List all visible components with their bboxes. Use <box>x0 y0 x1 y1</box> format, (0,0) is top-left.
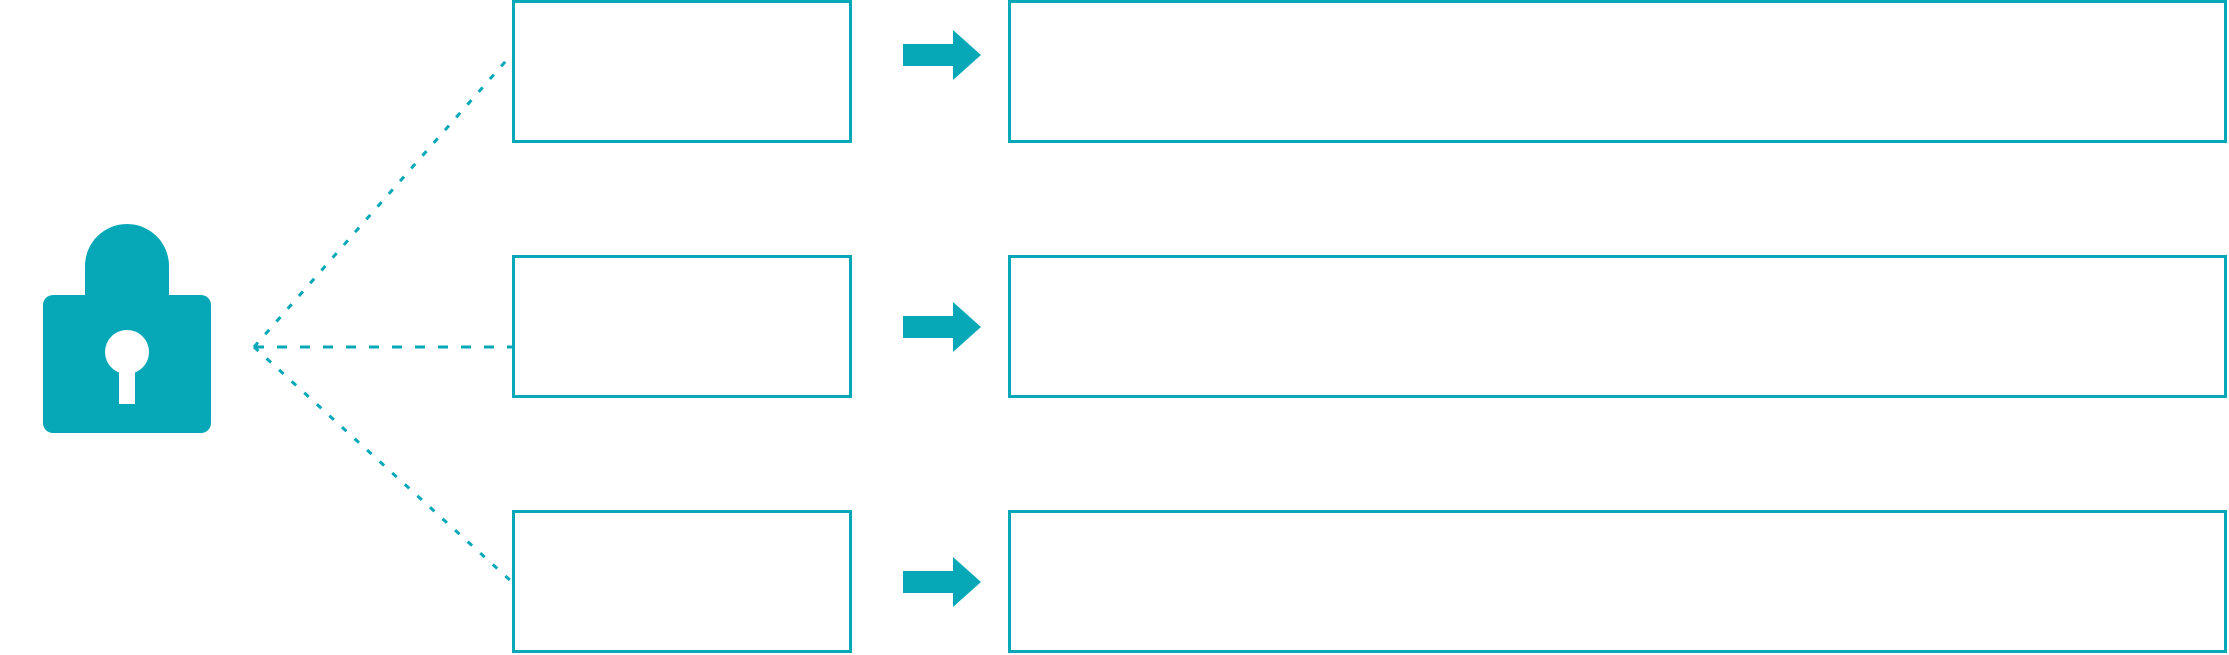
arrow-right-icon-1 <box>903 30 981 80</box>
arrow-right-icon-3 <box>903 557 981 607</box>
detail-box-1-label <box>1011 3 2224 140</box>
stage-box-1[interactable] <box>512 0 852 143</box>
detail-box-1[interactable] <box>1008 0 2227 143</box>
detail-box-3-label <box>1011 513 2224 650</box>
stage-box-2-label <box>515 258 849 395</box>
connector-line-top <box>252 53 514 348</box>
stage-box-3[interactable] <box>512 510 852 653</box>
connector-line-bottom <box>252 345 514 584</box>
arrow-right-icon-2 <box>903 302 981 352</box>
detail-box-3[interactable] <box>1008 510 2227 653</box>
stage-box-1-label <box>515 3 849 140</box>
detail-box-2[interactable] <box>1008 255 2227 398</box>
stage-box-2[interactable] <box>512 255 852 398</box>
lock-icon <box>43 224 211 433</box>
stage-box-3-label <box>515 513 849 650</box>
detail-box-2-label <box>1011 258 2224 395</box>
